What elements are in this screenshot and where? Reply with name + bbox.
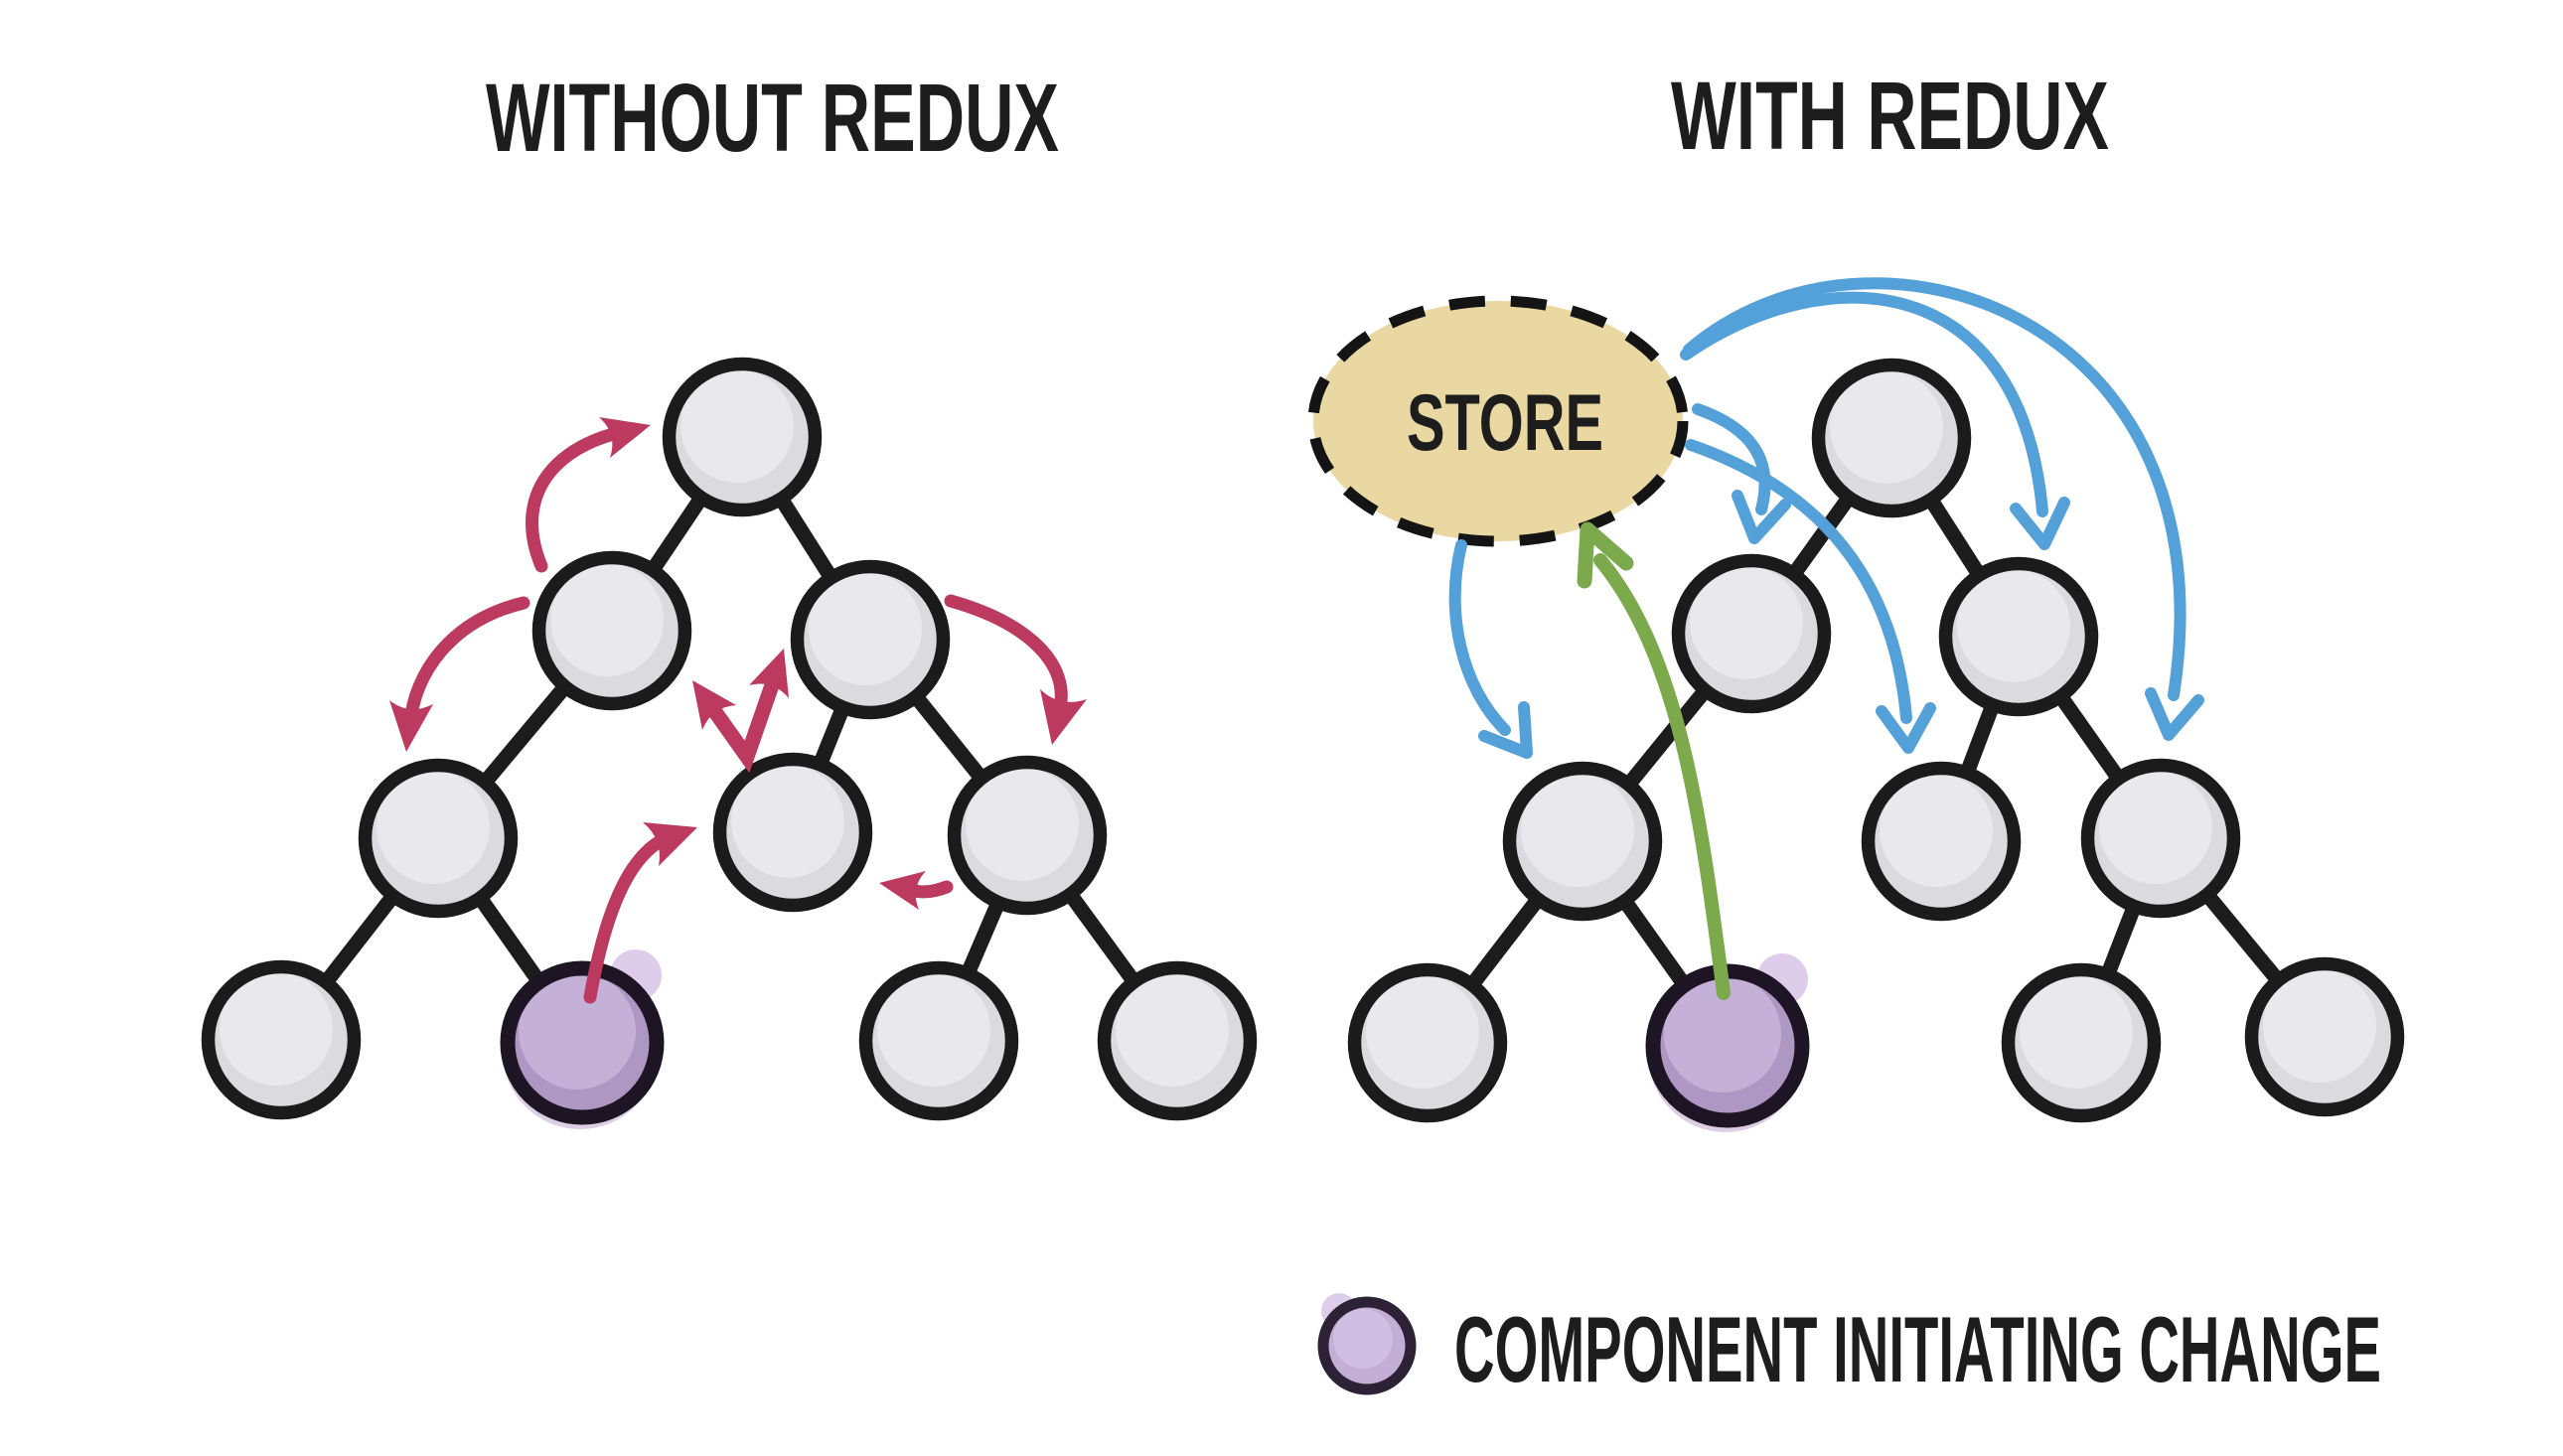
svg-text:STORE: STORE bbox=[1407, 378, 1603, 468]
svg-text:WITHOUT REDUX: WITHOUT REDUX bbox=[486, 64, 1059, 172]
svg-text:WITH REDUX: WITH REDUX bbox=[1671, 62, 2109, 170]
svg-text:COMPONENT INITIATING CHANGE: COMPONENT INITIATING CHANGE bbox=[1454, 1297, 2381, 1401]
